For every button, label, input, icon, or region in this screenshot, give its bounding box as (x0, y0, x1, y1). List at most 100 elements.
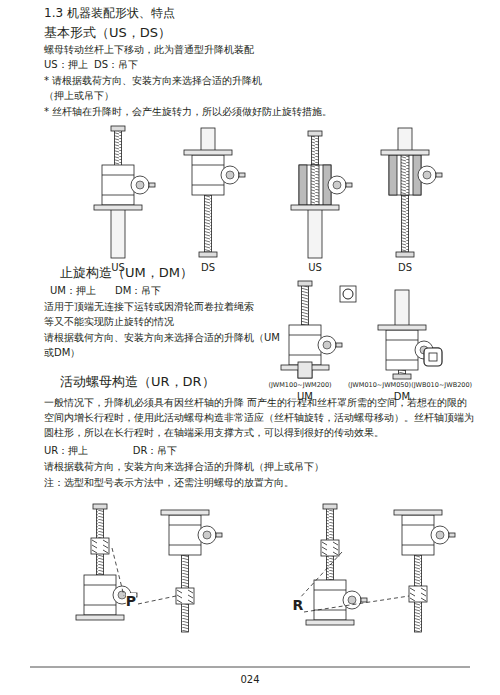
detail-line (30, 667, 470, 668)
mounting-plate (76, 615, 124, 620)
detail-line (169, 545, 201, 546)
detail-line (84, 605, 116, 606)
heading: 止旋构造（UM，DM） (60, 265, 193, 281)
heading: R (293, 597, 304, 615)
detail-line (192, 185, 224, 186)
input-shaft (449, 533, 455, 537)
worm-shaft (118, 591, 126, 599)
gearbox-housing (314, 580, 346, 620)
detail-line (421, 598, 426, 601)
travelling-nut (321, 540, 339, 556)
figure-label: DS (398, 262, 412, 275)
section-icon (343, 289, 353, 299)
detail-line (402, 525, 434, 526)
detail-line (177, 595, 182, 598)
detail-line (92, 550, 97, 553)
figure-label: (JWM100~JWM200) (268, 381, 331, 389)
detail-line (84, 585, 116, 586)
detail-line (188, 600, 193, 603)
worm-housing (221, 166, 239, 184)
body-text: 请根据载何方向、安装方向来选择合适的升降机（UM (44, 332, 280, 345)
travelling-nut (91, 538, 109, 554)
housing-section (299, 165, 307, 205)
body-text: 等又不能实现防止旋转的情况 (44, 316, 174, 329)
gearbox-housing (389, 155, 421, 195)
shaft-end (323, 504, 337, 509)
worm-housing (318, 336, 336, 354)
figure-label: 024 (240, 674, 259, 687)
body-text: 一般情况下，升降机必须具有因丝杆轴的升降 而产生的行程和丝杆罩所需的空间，若想在… (44, 395, 474, 440)
detail-line (333, 552, 338, 555)
body-text: * 请根据载荷方向、安装方向来选择合适的升降机 (44, 75, 262, 88)
mounting-plate (394, 510, 442, 515)
detail-line (169, 525, 201, 526)
mounting-plate (306, 620, 354, 625)
screw-shaft (302, 285, 309, 325)
input-shaft (346, 183, 352, 187)
heading: 活动螺母构造（UR，DR） (60, 374, 215, 390)
body-text: 或DM） (44, 347, 80, 360)
detail-line (333, 542, 338, 545)
input-shaft (336, 343, 342, 347)
screw-shaft (205, 195, 212, 252)
mounting-plate (94, 205, 142, 210)
body-text: * 丝杆轴在升降时，会产生旋转力，所以必须做好防止旋转措施。 (44, 106, 332, 119)
shaft-end (298, 281, 312, 286)
dashed-leader (112, 548, 124, 596)
body-text: US：押上 DS：吊下 (44, 59, 138, 72)
dashed-leader (138, 596, 176, 604)
worm-shaft (226, 171, 234, 179)
gearbox-housing (402, 515, 434, 555)
detail-line (410, 598, 415, 601)
detail-line (188, 590, 193, 593)
input-shaft (149, 183, 155, 187)
input-shaft (361, 598, 367, 602)
body-text: 请根据载荷方向，安装方向来选择合适的升降机（押上或吊下） (44, 461, 324, 474)
detail-line (402, 545, 434, 546)
screw-shaft (115, 130, 122, 170)
section-icon (340, 286, 356, 302)
shaft-end (396, 252, 414, 257)
detail-line (177, 600, 182, 603)
worm-housing (431, 526, 449, 544)
worm-shaft (323, 341, 331, 349)
detail-line (314, 590, 346, 591)
mounting-plate (378, 325, 426, 330)
heading: 基本形式（US，DS） (44, 25, 171, 41)
detail-line (92, 540, 97, 543)
detail-line (386, 360, 418, 361)
figure-label: US (308, 262, 322, 275)
housing-section (389, 155, 397, 195)
worm-housing (198, 526, 216, 544)
gearbox-housing (386, 330, 418, 370)
detail-line (177, 590, 182, 593)
square-guide (298, 362, 312, 378)
body-text: 螺母转动丝杆上下移动，此为普通型升降机装配 (44, 44, 254, 57)
worm-housing (131, 176, 149, 194)
mounting-plate (184, 150, 232, 155)
detail-line (103, 550, 108, 553)
section-icon (424, 348, 442, 366)
detail-line (410, 593, 415, 596)
body-text: 适用于顶端无连接下运转或因滑轮而卷拉着绳索 (44, 301, 254, 314)
detail-line (102, 195, 134, 196)
heading: P (126, 593, 136, 611)
screw-shaft (401, 155, 409, 195)
detail-line (410, 588, 415, 591)
shaft-end (93, 504, 107, 509)
gearbox-housing (299, 165, 331, 205)
detail-line (289, 335, 321, 336)
detail-line (102, 175, 134, 176)
worm-shaft (348, 596, 356, 604)
detail-line (289, 355, 321, 356)
gearbox-housing (192, 155, 224, 195)
screw-shaft (312, 135, 319, 165)
figure-label: (JWM010~JWM050)(JWB010~JWB200) (348, 381, 472, 389)
mounting-plate (161, 510, 209, 515)
detail-line (92, 545, 97, 548)
gearbox-housing (289, 325, 321, 365)
detail-line (333, 547, 338, 550)
detail-line (322, 542, 327, 545)
body-text: 注：选型和型号表示方法中，还需注明螺母的放置方向。 (44, 477, 294, 490)
gearbox-housing (169, 515, 201, 555)
